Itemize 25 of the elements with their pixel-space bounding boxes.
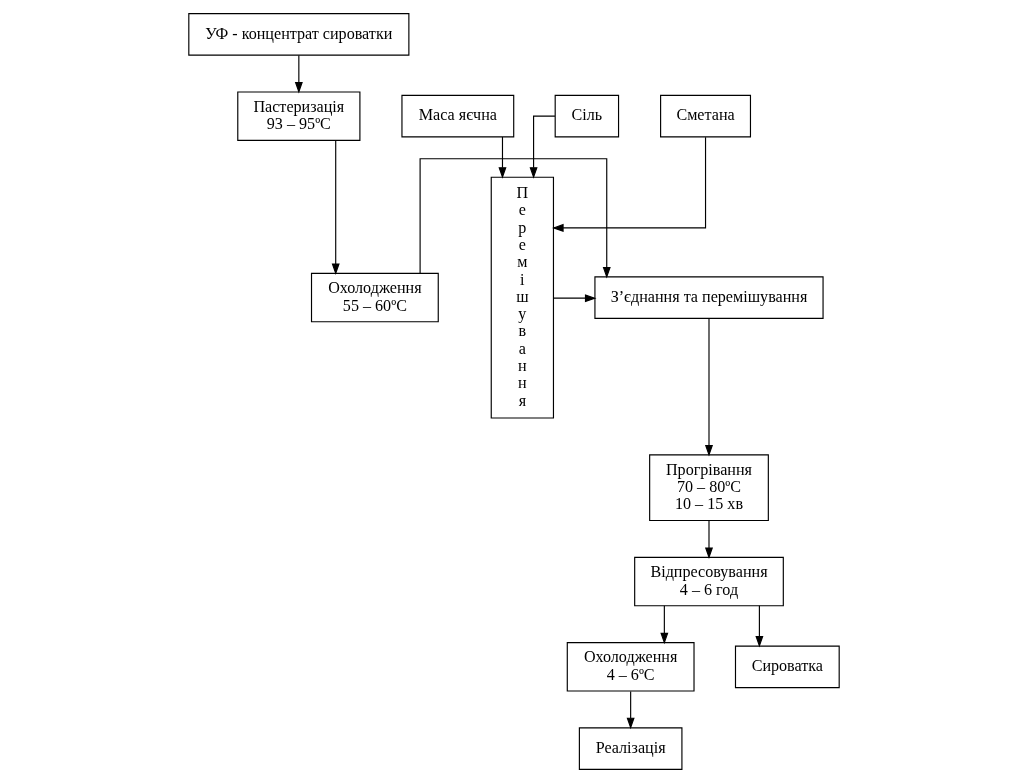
arrow bbox=[552, 136, 707, 232]
node-box: Сироватка bbox=[734, 645, 840, 688]
node-box: З’єднання та перемішування bbox=[594, 275, 824, 319]
node-box: Сметана bbox=[660, 94, 752, 137]
arrow bbox=[755, 604, 764, 648]
node-box: Охолодження 55 – 60ºC bbox=[310, 272, 439, 322]
arrow bbox=[660, 604, 669, 644]
arrow bbox=[704, 317, 714, 456]
arrow bbox=[498, 135, 507, 179]
node-box: Сіль bbox=[554, 94, 620, 137]
node-box: Відпресовування 4 – 6 год bbox=[634, 556, 784, 606]
node-box: Маса яєчна bbox=[401, 94, 515, 137]
arrow bbox=[294, 54, 303, 93]
arrow bbox=[529, 115, 556, 179]
arrow bbox=[331, 139, 340, 275]
arrow bbox=[553, 293, 597, 302]
node-box: Прогрівання 70 – 80ºC 10 – 15 хв bbox=[649, 453, 769, 521]
arrow bbox=[626, 690, 635, 729]
node-box: Реалізація bbox=[578, 726, 683, 770]
arrow bbox=[419, 157, 611, 279]
node-box: УФ - концентрат сироватки bbox=[188, 12, 410, 56]
node-box: Перемішування bbox=[490, 176, 555, 419]
node-box: Пастеризація 93 – 95ºC bbox=[237, 90, 361, 141]
node-box: Охолодження 4 – 6ºC bbox=[566, 641, 695, 692]
arrow bbox=[704, 519, 714, 559]
